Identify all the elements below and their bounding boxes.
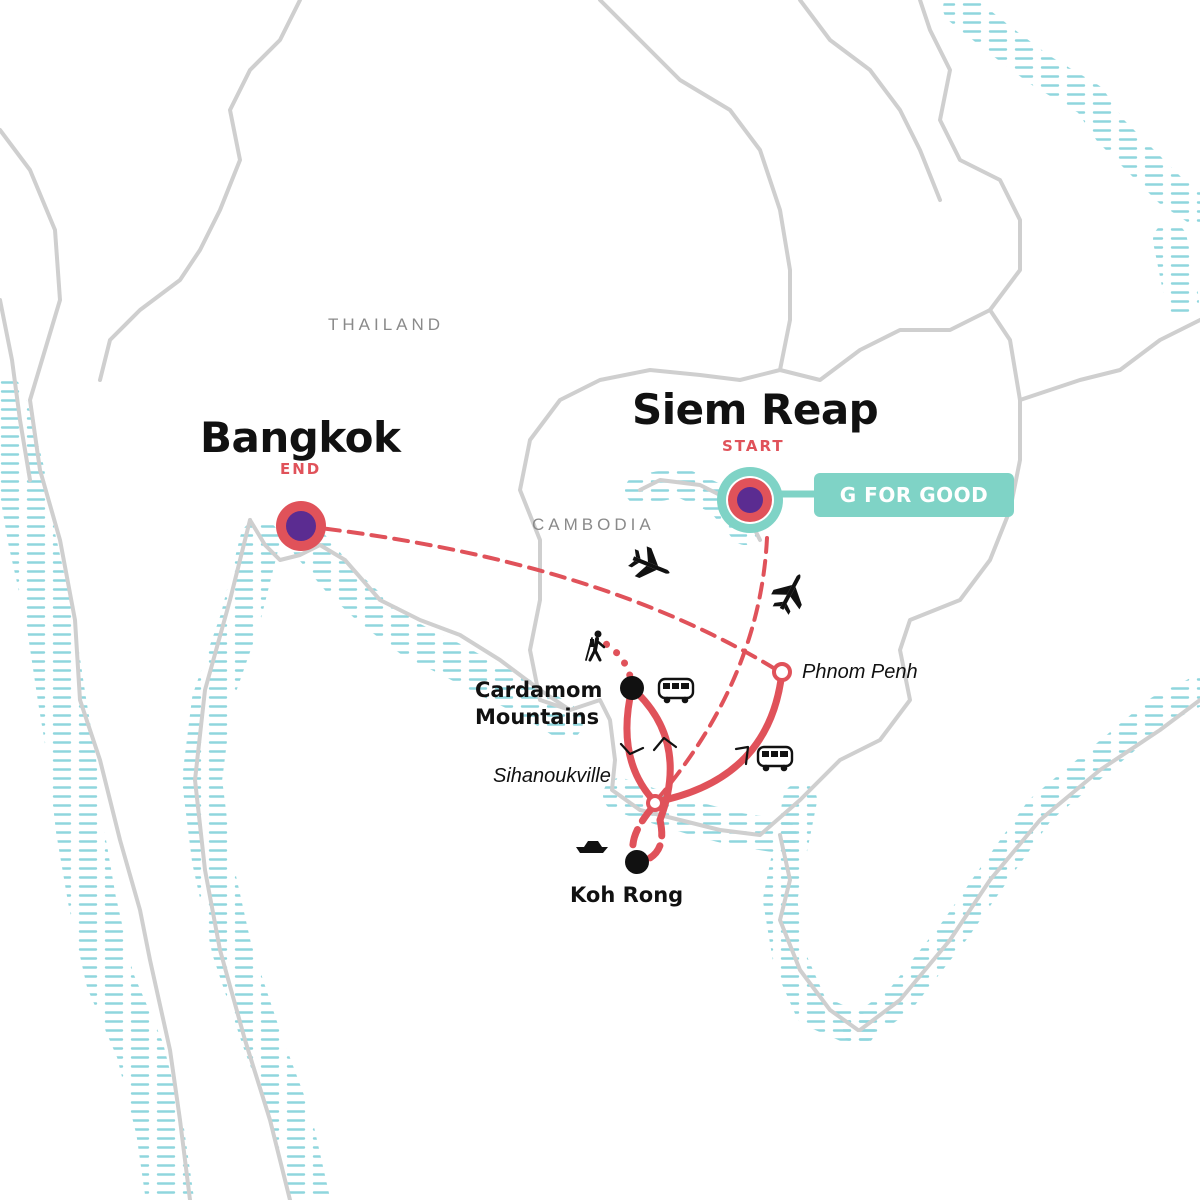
- city-label-koh-rong: Koh Rong: [570, 883, 684, 907]
- route-trek: [602, 640, 636, 692]
- direction-arrows: [619, 736, 750, 766]
- arrow-down-left: [619, 742, 645, 756]
- country-label-thailand: THAILAND: [328, 315, 445, 334]
- phnom-penh-marker[interactable]: [772, 662, 792, 682]
- sihanoukville-marker[interactable]: [646, 794, 664, 812]
- bus-icon: [657, 677, 695, 704]
- siem-reap-marker[interactable]: [717, 467, 820, 533]
- city-label-phnom-penh: Phnom Penh: [802, 661, 918, 683]
- g-for-good-badge[interactable]: G FOR GOOD: [814, 473, 1014, 517]
- plane-icon: [628, 546, 670, 578]
- arrow-up-right: [652, 736, 678, 752]
- route-drive-phnom-penh: [651, 668, 786, 806]
- bangkok-marker[interactable]: [276, 501, 326, 551]
- plane-icon: [771, 574, 802, 615]
- koh-rong-marker[interactable]: [625, 850, 649, 874]
- cardamom-marker[interactable]: [620, 676, 644, 700]
- bus-icon: [756, 745, 794, 772]
- route-flight-siem-reap: [653, 536, 769, 804]
- route-lines: [301, 524, 786, 866]
- cardamom-line-2: Mountains: [475, 705, 600, 729]
- hiker-icon: [585, 630, 606, 662]
- city-label-sihanoukville: Sihanoukville: [493, 765, 611, 787]
- country-label-cambodia: CAMBODIA: [532, 515, 655, 534]
- route-boat-b: [636, 816, 666, 866]
- city-label-cardamom-mountains: Cardamom Mountains: [475, 677, 602, 731]
- cardamom-line-1: Cardamom: [475, 678, 603, 702]
- route-flight-bangkok: [301, 524, 782, 674]
- city-label-bangkok: Bangkok: [200, 413, 401, 462]
- boat-icon: [576, 841, 608, 853]
- tag-start: START: [722, 437, 785, 455]
- tag-end: END: [280, 460, 322, 478]
- route-drive-cardamom-b: [628, 684, 674, 824]
- city-label-siem-reap: Siem Reap: [632, 385, 879, 434]
- arrow-right: [734, 745, 750, 766]
